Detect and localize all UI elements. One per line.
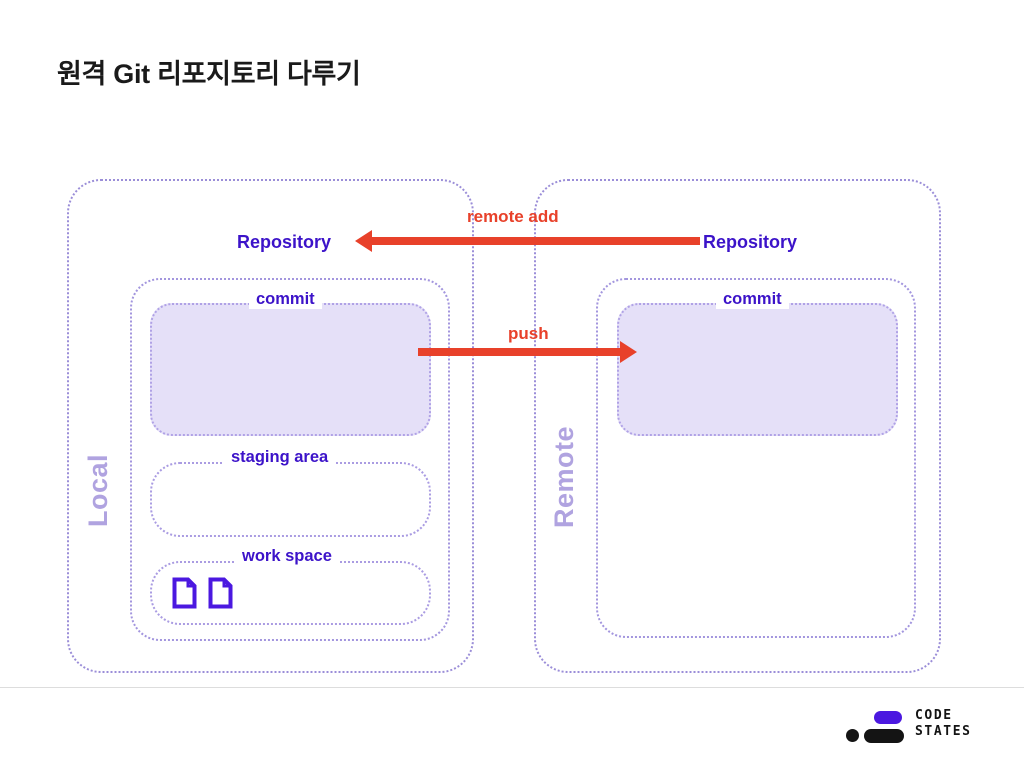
local-staging-area-label: staging area <box>224 448 336 467</box>
logo-dot-icon <box>846 729 859 742</box>
local-repository-label: Repository <box>237 232 332 252</box>
file-icon <box>208 577 233 614</box>
local-panel <box>67 179 474 673</box>
push-arrow-label: push <box>508 324 549 343</box>
remote-add-arrow-line <box>370 237 700 245</box>
logo-pill-black-icon <box>864 729 904 743</box>
logo-text-line1: CODE <box>915 708 953 723</box>
remote-add-arrow-head-icon <box>355 230 372 252</box>
local-commit-label: commit <box>249 290 322 309</box>
local-commit-box <box>150 303 431 436</box>
logo-text-line2: STATES <box>915 724 972 739</box>
local-staging-area-box <box>150 462 431 537</box>
file-icon <box>172 577 197 614</box>
remote-add-arrow-label: remote add <box>467 207 559 226</box>
logo-pill-purple-icon <box>874 711 902 724</box>
codestates-logo: CODE STATES <box>845 706 970 748</box>
remote-commit-box <box>617 303 898 436</box>
footer-divider <box>0 687 1024 688</box>
page-title: 원격 Git 리포지토리 다루기 <box>57 59 361 89</box>
local-work-space-label: work space <box>235 547 339 566</box>
remote-repository-panel <box>596 278 916 638</box>
local-repository-panel <box>130 278 450 641</box>
remote-panel <box>534 179 941 673</box>
work-space-file-list <box>172 577 233 614</box>
remote-repository-label: Repository <box>703 232 798 252</box>
remote-side-label: Remote <box>549 425 579 528</box>
push-arrow-line <box>418 348 622 356</box>
local-side-label: Local <box>83 453 113 527</box>
push-arrow-head-icon <box>620 341 637 363</box>
codestates-logo-mark-icon <box>845 706 913 748</box>
codestates-logo-text: CODE STATES <box>915 708 972 740</box>
git-flow-diagram: Repository commit staging area work spac… <box>67 179 941 673</box>
remote-commit-label: commit <box>716 290 789 309</box>
